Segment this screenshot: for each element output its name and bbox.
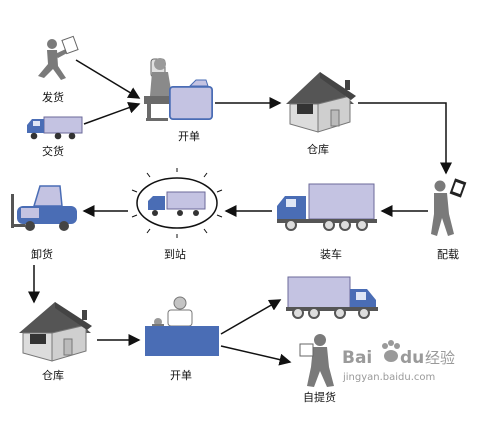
open-order-top-label: 开单 (178, 130, 200, 143)
dispatcher-person-icon (431, 178, 467, 236)
counter-clerk-icon (145, 296, 219, 356)
arrow-order-to-truck (220, 299, 282, 335)
paw-icon (382, 340, 400, 362)
watermark-url: jingyan.baidu.com (342, 372, 435, 383)
open-order-bottom-label: 开单 (170, 369, 192, 382)
ship-label: 发货 (42, 90, 64, 104)
small-truck-icon (27, 116, 83, 140)
watermark-suffix: 经验 (425, 349, 455, 367)
arrow-order-to-pickup (220, 345, 292, 366)
deliver-label: 交货 (42, 144, 64, 158)
arrow-warehouse-to-dispatch (358, 102, 452, 175)
warehouse-bottom-label: 仓库 (42, 368, 64, 382)
watermark-brand2: du (400, 348, 424, 368)
watermark-brand: Bai (342, 348, 372, 368)
forklift-icon (11, 185, 77, 231)
flow-arrows (28, 59, 452, 366)
delivery-truck-icon (286, 276, 378, 319)
baidu-watermark: Bai du 经验 jingyan.baidu.com (342, 340, 455, 383)
arrow-ship-to-order (75, 59, 141, 99)
load-truck-label: 装车 (320, 247, 342, 261)
office-worker-icon (144, 58, 213, 121)
pickup-person-icon (299, 334, 334, 387)
warehouse-icon (286, 72, 356, 133)
arrival-station-icon (131, 168, 223, 238)
self-pickup-label: 自提货 (303, 390, 336, 404)
warehouse-top-label: 仓库 (307, 142, 329, 156)
loading-truck-icon (277, 183, 377, 231)
warehouse-bottom-icon (19, 302, 92, 362)
running-person-icon (38, 35, 79, 80)
unload-label: 卸货 (31, 247, 53, 261)
arrow-deliver-to-order (83, 101, 141, 125)
dispatch-label: 配载 (437, 248, 459, 261)
arrive-station-label: 到站 (164, 247, 186, 261)
